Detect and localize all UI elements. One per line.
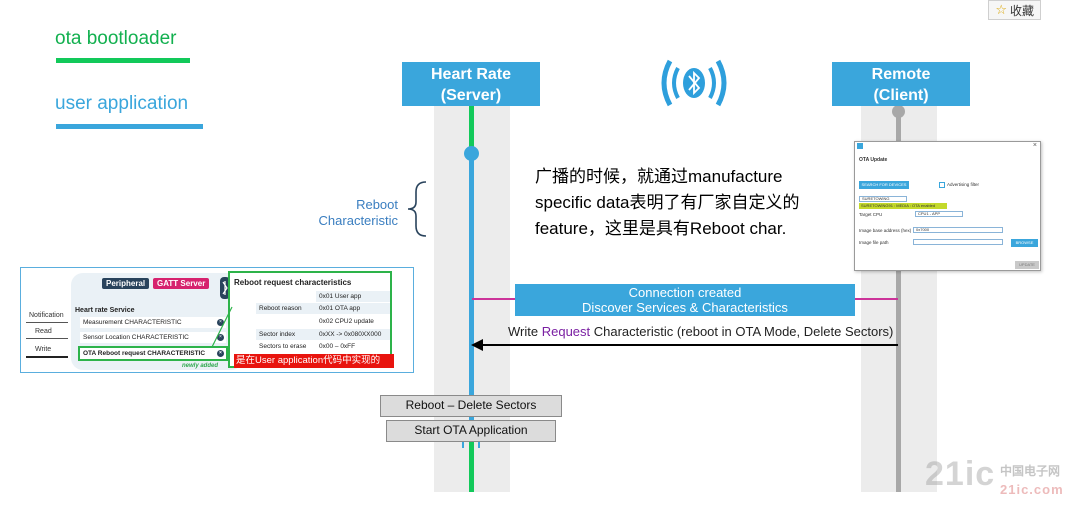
ota-window-title: OTA Update <box>859 157 888 163</box>
write-prefix: Write <box>508 324 542 339</box>
reboot-label-line2: Characteristic <box>318 213 398 228</box>
read-label: Read <box>35 328 52 335</box>
device-icon <box>220 277 230 299</box>
write-request-word: Request <box>541 324 591 339</box>
req-row-name: Sector index <box>259 331 296 338</box>
app-icon <box>857 143 863 149</box>
image-address-input[interactable]: 0x7000 <box>913 227 1003 233</box>
watermark-domain: 21ic.com <box>1000 482 1064 497</box>
start-ota-application-step: Start OTA Application <box>386 420 556 442</box>
read-line <box>26 338 68 339</box>
heart-rate-service-title: Heart rate Service <box>75 307 135 314</box>
client-line <box>896 106 901 492</box>
reboot-request-box <box>228 271 392 368</box>
legend-user-application-line <box>56 124 203 129</box>
selected-device-item[interactable]: SURETOWING91 : MEDIA : OTA enabled <box>859 203 947 209</box>
peripheral-tag: Peripheral <box>102 278 150 289</box>
write-suffix: Characteristic (reboot in OTA Mode, Dele… <box>590 324 894 339</box>
char-label: OTA Reboot request CHARACTERISTIC <box>83 350 206 357</box>
restart-marker <box>462 442 480 448</box>
server-header-line1: Heart Rate <box>430 66 512 83</box>
image-address-label: Image base address (hex) <box>859 228 912 233</box>
connection-line1: Connection created <box>628 285 742 300</box>
favorite-label: 收藏 <box>1009 3 1034 18</box>
connection-line2: Discover Services & Characteristics <box>582 300 788 315</box>
update-button[interactable]: UPDATE <box>1015 261 1039 269</box>
gatt-server-tag: GATT Server <box>153 278 210 289</box>
image-path-input[interactable] <box>913 239 1003 245</box>
arrow-left-icon <box>471 339 483 351</box>
search-devices-button[interactable]: SEARCH FOR DEVICES <box>859 181 909 189</box>
server-node <box>464 146 479 161</box>
ota-update-window: × OTA Update SEARCH FOR DEVICES Advertis… <box>854 141 1041 271</box>
req-row-value: 0xXX -> 0x080XX000 <box>319 331 382 338</box>
req-row-value: 0x01 OTA app <box>319 305 361 312</box>
req-row-value: 0x00 – 0xFF <box>319 343 356 350</box>
client-header-line1: Remote <box>871 66 931 83</box>
annotation-line1: 广播的时候，就通过manufacture <box>535 167 783 186</box>
watermark-sub: 中国电子网 <box>1000 464 1061 478</box>
reboot-request-title: Reboot request characteristics <box>234 278 352 287</box>
device-select[interactable]: SURETOWING <box>859 196 907 202</box>
annotation-line3: feature，这里是具有Reboot char. <box>535 219 787 238</box>
watermark-logo: 21ic <box>925 455 996 493</box>
reboot-brace <box>407 181 427 237</box>
char-row-sensor-location: Sensor Location CHARACTERISTIC × <box>80 332 226 343</box>
char-row-ota-reboot: OTA Reboot request CHARACTERISTIC × <box>78 346 228 361</box>
favorite-button[interactable]: ☆ 收藏 <box>988 0 1041 20</box>
close-icon[interactable]: × <box>1032 142 1037 149</box>
client-header: Remote (Client) <box>832 62 970 106</box>
newly-added-label: newly added <box>182 363 219 369</box>
client-node <box>892 105 905 118</box>
reboot-delete-sectors-step: Reboot – Delete Sectors <box>380 395 562 417</box>
req-row-value: 0x01 User app <box>319 293 362 300</box>
close-icon: × <box>217 319 224 326</box>
connector <box>210 305 234 349</box>
target-cpu-select[interactable]: CPU1 - APP <box>915 211 963 217</box>
req-row-name: Sectors to erase <box>259 343 307 350</box>
write-request-arrow-line <box>480 344 898 346</box>
write-line <box>26 356 68 358</box>
server-bootloader-line-bottom <box>469 442 474 492</box>
close-icon: × <box>217 350 224 357</box>
browse-button[interactable]: BROWSE <box>1011 239 1038 247</box>
write-request-message: Write Request Characteristic (reboot in … <box>508 324 893 339</box>
notification-line <box>26 322 68 323</box>
target-cpu-label: Target CPU <box>859 212 883 217</box>
advertising-annotation: 广播的时候，就通过manufacture specific data表明了有厂家… <box>535 164 855 242</box>
write-label: Write <box>35 346 52 353</box>
req-row-name: Reboot reason <box>259 305 302 312</box>
server-bootloader-line-top <box>469 106 474 154</box>
image-path-label: Image file path <box>859 240 889 245</box>
char-label: Measurement CHARACTERISTIC <box>83 319 182 326</box>
char-label: Sensor Location CHARACTERISTIC <box>83 334 189 341</box>
row-bg <box>256 303 390 314</box>
legend-ota-bootloader-label: ota bootloader <box>55 28 177 49</box>
annotation-line2: specific data表明了有厂家自定义的 <box>535 193 800 212</box>
advertising-filter-checkbox[interactable] <box>939 182 945 188</box>
server-application-line <box>469 154 474 442</box>
row-bg <box>316 291 390 302</box>
notification-label: Notification <box>29 312 64 319</box>
char-row-measurement: Measurement CHARACTERISTIC × <box>80 317 226 328</box>
client-header-line2: (Client) <box>873 87 929 104</box>
req-row-value: 0x02 CPU2 update <box>319 318 374 325</box>
advertising-filter-label: Advertising filter <box>947 182 980 187</box>
connection-box: Connection created Discover Services & C… <box>515 284 855 316</box>
legend-user-application-label: user application <box>55 93 189 114</box>
row-bg <box>256 329 390 340</box>
server-header: Heart Rate (Server) <box>402 62 540 106</box>
star-icon: ☆ <box>995 2 1007 17</box>
server-header-line2: (Server) <box>440 87 502 104</box>
reboot-characteristic-label: Reboot Characteristic <box>300 197 398 229</box>
red-note: 是在User application代码中实现的 <box>234 354 394 368</box>
close-icon: × <box>217 334 224 341</box>
bluetooth-icon <box>661 59 727 107</box>
reboot-label-line1: Reboot <box>356 197 398 212</box>
legend-ota-bootloader-line <box>56 58 190 63</box>
